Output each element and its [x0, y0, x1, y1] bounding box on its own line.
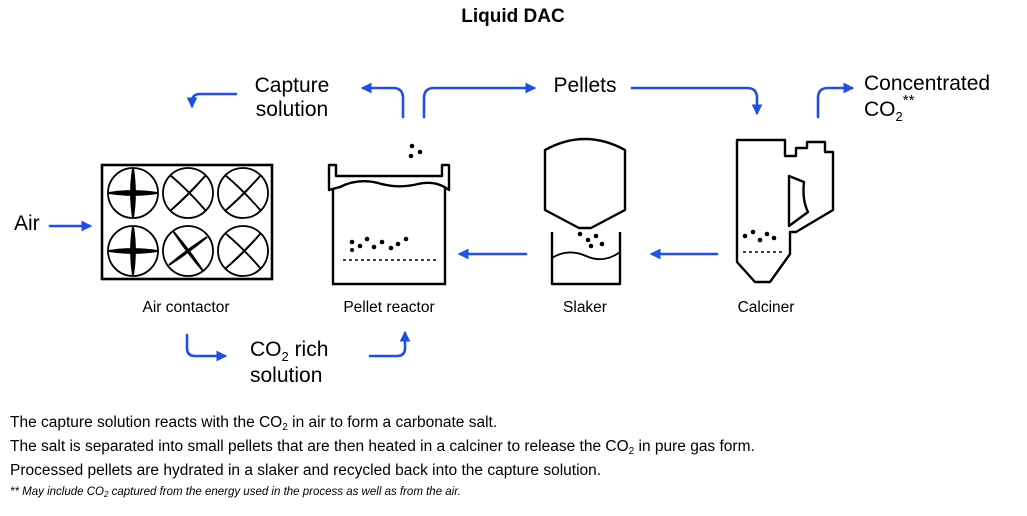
pellets-to-calciner-arrow [630, 86, 763, 116]
air-contactor-icon [100, 163, 274, 281]
concentrated-co2-label-line2: CO2** [864, 92, 915, 124]
calciner-label: Calciner [738, 299, 795, 316]
reactor-to-capture-solution-arrow [360, 82, 405, 119]
co2-rich-solution-to-reactor-arrow [368, 330, 411, 358]
footnote: ** May include CO2 captured from the ene… [10, 486, 461, 499]
capture-solution-label-line1: Capture [255, 74, 330, 97]
slaker-icon [543, 137, 627, 286]
slaker-label: Slaker [563, 299, 607, 316]
description-line-3: Processed pellets are hydrated in a slak… [10, 462, 602, 479]
co2-rich-solution-label-line1: CO2 rich [250, 338, 328, 364]
air-label: Air [14, 212, 40, 235]
concentrated-co2-label-line1: Concentrated [864, 72, 990, 95]
pellet-reactor-icon [327, 143, 451, 286]
diagram-title: Liquid DAC [461, 6, 565, 27]
calciner-icon [735, 138, 835, 284]
reactor-to-pellets-arrow [422, 82, 537, 119]
description-line-1: The capture solution reacts with the CO2… [10, 414, 498, 433]
description-line-2: The salt is separated into small pellets… [10, 438, 755, 457]
air-contactor-label: Air contactor [142, 299, 229, 316]
co2-rich-solution-label-line2: solution [250, 364, 322, 387]
capture-solution-label-line2: solution [256, 98, 328, 121]
contactor-to-co2-rich-solution-arrow [185, 333, 228, 362]
pellet-reactor-label: Pellet reactor [343, 299, 434, 316]
capture-solution-to-contactor-arrow [186, 92, 238, 109]
calciner-to-concentrated-co2-arrow [816, 82, 855, 119]
pellets-label: Pellets [553, 74, 616, 97]
